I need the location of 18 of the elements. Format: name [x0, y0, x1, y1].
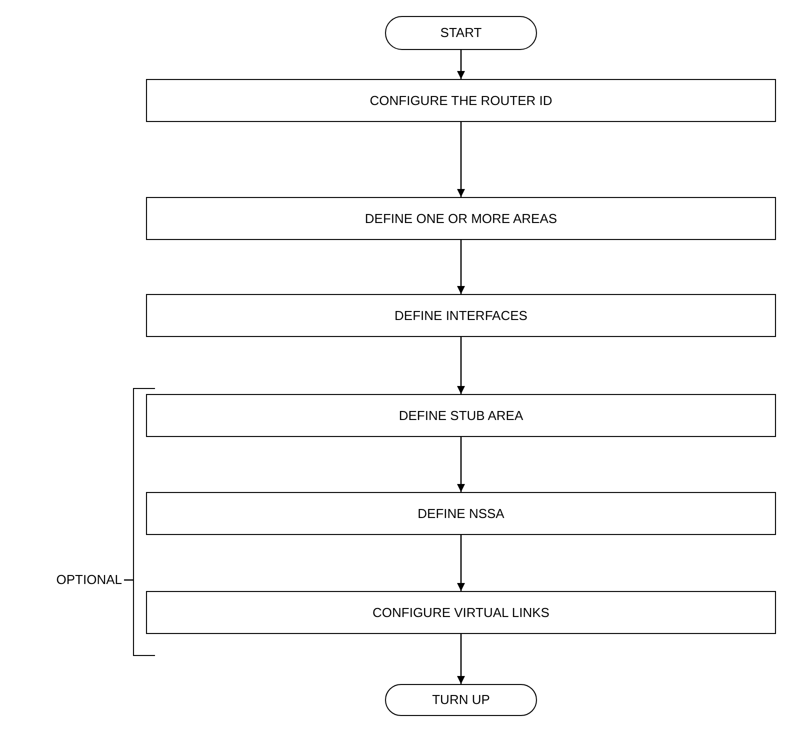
terminator-pill: TURN UP — [385, 684, 537, 716]
optional-label: OPTIONAL — [58, 570, 122, 590]
arrow — [457, 634, 465, 684]
process-box: CONFIGURE VIRTUAL LINKS — [146, 591, 776, 634]
process-box: CONFIGURE THE ROUTER ID — [146, 79, 776, 122]
process-box: DEFINE INTERFACES — [146, 294, 776, 337]
arrow — [457, 240, 465, 294]
process-box: DEFINE ONE OR MORE AREAS — [146, 197, 776, 240]
bracket — [133, 388, 155, 656]
process-box: DEFINE STUB AREA — [146, 394, 776, 437]
arrow — [457, 437, 465, 492]
arrow — [457, 337, 465, 394]
process-box: DEFINE NSSA — [146, 492, 776, 535]
arrow — [457, 50, 465, 79]
terminator-pill: START — [385, 16, 537, 50]
arrow — [457, 535, 465, 591]
arrow — [457, 122, 465, 197]
leader-line — [124, 579, 133, 581]
